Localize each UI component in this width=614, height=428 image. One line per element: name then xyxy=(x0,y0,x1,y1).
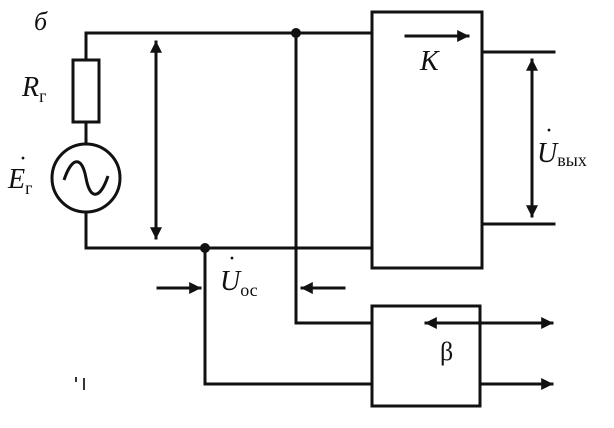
sine-wave-icon xyxy=(62,160,110,196)
feedback-voltage-dot: · xyxy=(228,246,236,272)
feedback-voltage-label: Uос xyxy=(220,266,258,300)
resistor-label: Rг xyxy=(21,72,47,106)
feedback-network-block xyxy=(370,304,482,408)
resistor xyxy=(71,58,101,124)
amplifier-label: K xyxy=(419,46,440,77)
feedback-top-wire xyxy=(294,31,374,325)
amplifier-block xyxy=(370,10,484,270)
output-voltage-dot: · xyxy=(545,118,553,144)
source-label: Eг xyxy=(7,164,33,198)
output-voltage-label: Uвых xyxy=(537,138,587,170)
panel-label: б xyxy=(34,7,48,36)
source-dot: · xyxy=(19,146,27,172)
scan-artifact xyxy=(75,377,85,390)
feedback-bottom-wire xyxy=(203,246,374,386)
feedback-network-label: β xyxy=(440,337,453,366)
